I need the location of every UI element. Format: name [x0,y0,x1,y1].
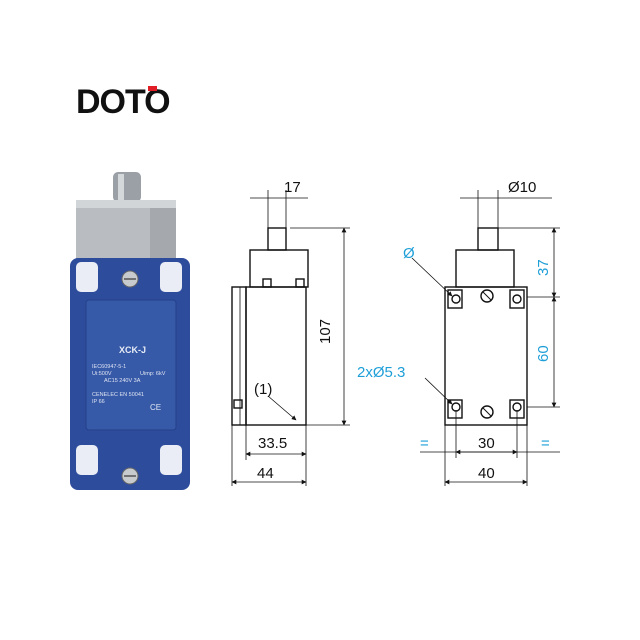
label-line: Uimp: 6kV [140,371,166,377]
brand-logo-accent [148,86,157,91]
mount-hole [451,294,461,304]
plunger [113,172,141,202]
dim-plunger-dia: Ø10 [508,179,536,196]
label-plate [85,299,177,431]
drawing-front-labels: Ø10 Ø 37 60 2xØ5.3 = 30 = 40 [357,179,552,482]
dim-overall-width: 44 [257,465,274,482]
side-head [249,249,309,288]
dim-hole-label: Ø [403,245,415,262]
dim-overall-width: 40 [478,465,495,482]
ce-mark: CE [150,403,161,412]
dim-callout: (1) [254,381,272,398]
front-plunger [477,227,499,251]
dim-equal-left: = [420,435,429,452]
product-photo: XCK-J IEC60947-5-1 Ui:500V Uimp: 6kV AC1… [70,172,190,490]
drawing-side-view [231,190,350,486]
mount-hole [512,294,522,304]
dim-equal-right: = [541,435,550,452]
brand-logo: DOTO [76,83,171,121]
label-line: IEC60947-5-1 [92,364,126,370]
dim-plunger-width: 17 [284,179,301,196]
mount-hole [451,402,461,412]
dim-inner-width: 33.5 [258,435,287,452]
drawing-front-view [411,190,560,486]
drawing-side-labels: 17 107 (1) 33.5 44 [254,179,334,482]
dim-height: 107 [317,319,334,344]
dim-mount-holes: 2xØ5.3 [357,364,405,381]
mount-hole [512,402,522,412]
dim-top-height: 37 [535,259,552,276]
dim-hole-spacing-h: 30 [478,435,495,452]
label-line: Ui:500V [92,371,112,377]
label-line: IP 66 [92,399,105,405]
front-head [455,249,515,288]
label-line: AC15 240V 3A [104,378,141,384]
label-line: CENELEC EN 50041 [92,392,144,398]
model-label: XCK-J [119,345,146,355]
side-body [245,286,307,426]
side-plunger [267,227,287,251]
dim-hole-spacing-v: 60 [535,345,552,362]
